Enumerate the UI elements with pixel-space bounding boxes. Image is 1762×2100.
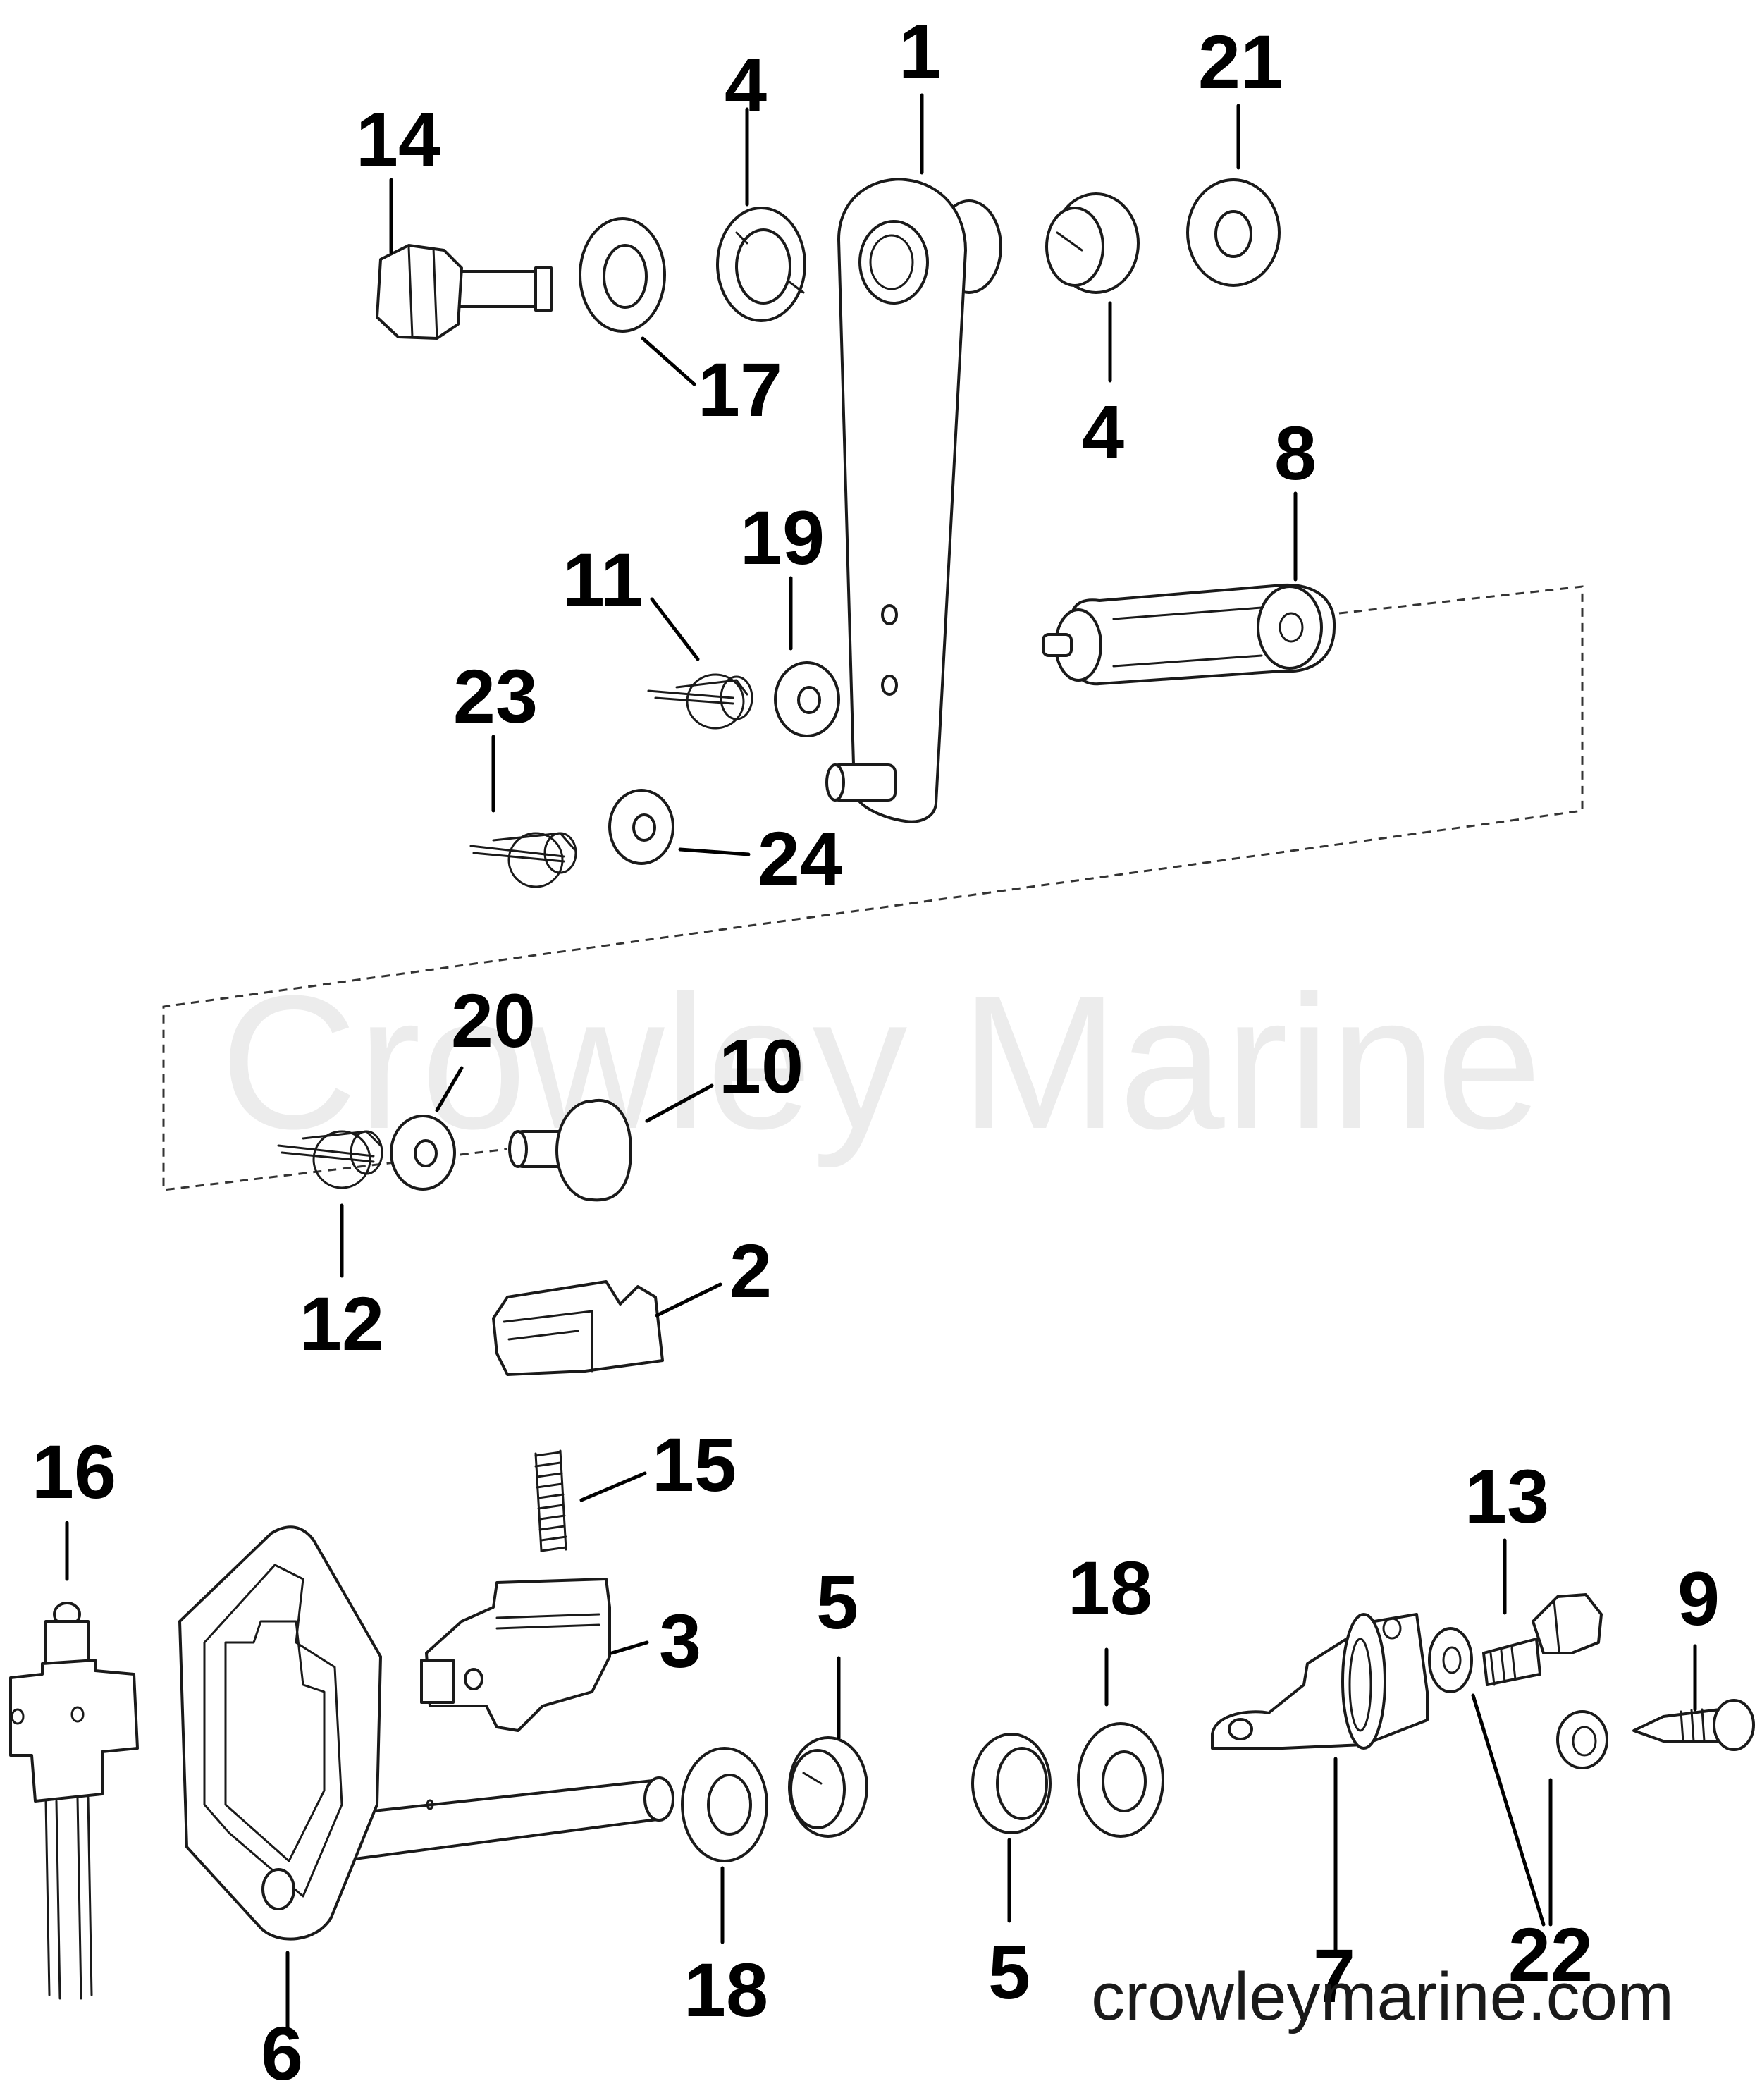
callout-8: 8	[1274, 410, 1317, 496]
callout-22: 22	[1508, 1912, 1593, 1997]
callout-2: 2	[729, 1228, 772, 1313]
part-4-bushing-right	[1045, 192, 1140, 294]
part-3-bracket	[420, 1578, 611, 1732]
callout-9: 9	[1677, 1556, 1720, 1641]
part-15-spring	[534, 1449, 567, 1552]
part-21-washer	[1186, 178, 1281, 287]
part-22-washer	[1556, 1710, 1608, 1769]
callout-13: 13	[1465, 1454, 1549, 1539]
callout-7: 7	[1313, 1933, 1355, 2018]
callout-20: 20	[451, 978, 536, 1063]
assembly-guide-dashed-line	[162, 585, 1584, 1191]
callout-23: 23	[453, 653, 538, 739]
part-19-washer	[774, 661, 840, 737]
part-5-bushing-right	[971, 1733, 1052, 1834]
part-5-bushing-left	[788, 1736, 868, 1838]
callout-3: 3	[659, 1598, 701, 1683]
part-12-clip	[277, 1130, 383, 1189]
callout-11: 11	[562, 537, 643, 622]
part-17-washer	[579, 217, 666, 333]
part-18-washer-left	[681, 1747, 768, 1862]
part-11-clip	[647, 673, 753, 730]
callout-21: 21	[1198, 19, 1283, 104]
callout-18-right: 18	[1068, 1545, 1152, 1631]
part-10-pin	[508, 1098, 632, 1202]
part-8-link-rod	[1042, 583, 1336, 686]
callout-24: 24	[758, 816, 842, 901]
part-16-switch	[9, 1602, 139, 2000]
callout-15: 15	[652, 1422, 737, 1507]
part-4-bushing-left	[716, 207, 806, 322]
part-23-clip	[469, 832, 577, 888]
part-20-washer	[390, 1115, 456, 1191]
part-13-bolt	[1482, 1593, 1603, 1686]
callout-18-left: 18	[684, 1947, 768, 2032]
callout-19: 19	[740, 495, 825, 580]
callout-5-top: 5	[816, 1559, 858, 1645]
part-22-lock-washer	[1428, 1627, 1473, 1693]
part-18-washer-right	[1077, 1722, 1164, 1838]
part-24-washer	[608, 789, 674, 865]
leader-lines	[65, 93, 1697, 2032]
site-url-text: crowleymarine.com	[1091, 1959, 1674, 2034]
part-1-lever-arm	[825, 178, 1002, 823]
callout-4-top: 4	[725, 42, 767, 128]
callout-5-bottom: 5	[988, 1929, 1030, 2015]
part-2-cap	[492, 1280, 664, 1376]
part-14-bolt	[376, 244, 553, 340]
callout-1: 1	[899, 8, 941, 94]
part-7-shift-lever	[1211, 1613, 1429, 1750]
callout-14: 14	[356, 97, 440, 182]
callout-labels: 1 4 4 21 14 17 8 19 11 23 24 20 10 12 2 …	[32, 8, 1720, 2096]
callout-16: 16	[32, 1429, 116, 1514]
part-6-shaft-plate	[178, 1525, 674, 1941]
callout-17: 17	[698, 347, 782, 432]
callout-4-bottom: 4	[1082, 389, 1124, 474]
callout-6: 6	[261, 2010, 303, 2096]
callout-12: 12	[300, 1281, 384, 1366]
callout-10: 10	[719, 1024, 803, 1109]
part-9-screw	[1632, 1699, 1755, 1751]
